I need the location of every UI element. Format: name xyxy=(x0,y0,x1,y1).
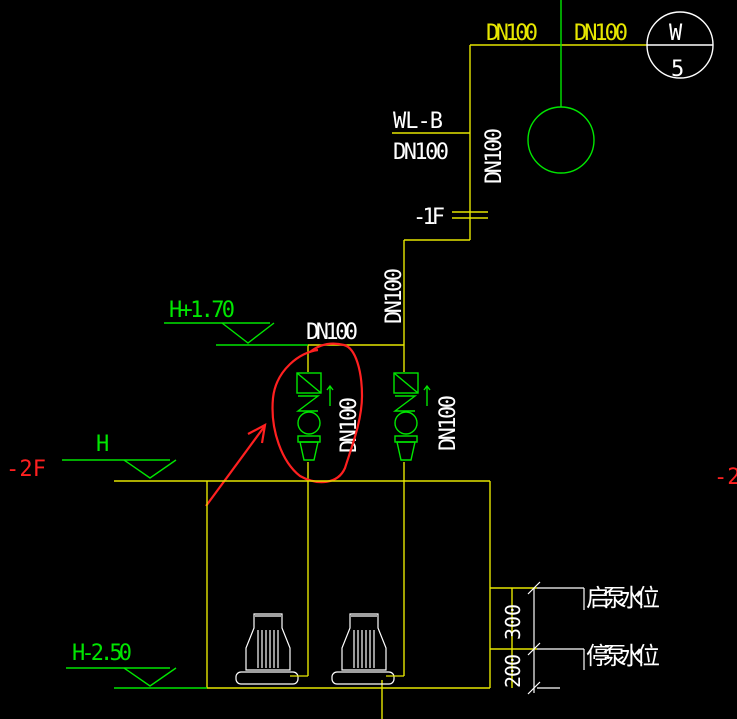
level-h-170 xyxy=(164,322,308,346)
label-floor-minus-1: -1F xyxy=(413,205,445,230)
label-dim-200: 200 xyxy=(501,654,525,688)
label-top-left-dn100: DN100 xyxy=(486,21,538,46)
pipe-marker-w5: W 5 xyxy=(646,11,714,82)
red-highlight-annotation xyxy=(205,342,364,507)
dimension-lines xyxy=(527,581,585,695)
label-h-170: H+1.70 xyxy=(169,298,235,323)
label-pump-right-pipe: DN100 xyxy=(436,395,461,451)
label-floor-minus-2-right: -2 xyxy=(714,465,737,490)
level-h xyxy=(62,459,177,479)
green-circle-symbol xyxy=(527,0,595,174)
submersible-pump-right xyxy=(331,613,404,685)
label-stop-pump-level: 停泵水位 xyxy=(586,642,660,670)
label-header: DN100 xyxy=(306,320,358,345)
sump-tank xyxy=(114,480,537,689)
pump-valve-group-right xyxy=(392,372,431,461)
pump-valve-group-left xyxy=(295,372,334,461)
label-riser-lower: DN100 xyxy=(382,268,407,324)
marker-number: 5 xyxy=(671,57,684,82)
label-floor-minus-2: -2F xyxy=(6,457,46,482)
level-h-250 xyxy=(66,667,207,689)
label-h-250: H-2.50 xyxy=(72,641,132,666)
label-h: H xyxy=(96,432,109,457)
upper-riser xyxy=(392,45,488,372)
marker-letter: W xyxy=(669,21,683,46)
label-riser-upper: DN100 xyxy=(482,128,507,184)
submersible-pump-left xyxy=(235,613,308,685)
label-wl-b: WL-B xyxy=(393,109,443,134)
label-wl-b-size: DN100 xyxy=(393,140,449,165)
label-start-pump-level: 启泵水位 xyxy=(586,584,660,612)
label-top-right-dn100: DN100 xyxy=(574,21,628,46)
label-dim-300: 300 xyxy=(501,604,525,640)
